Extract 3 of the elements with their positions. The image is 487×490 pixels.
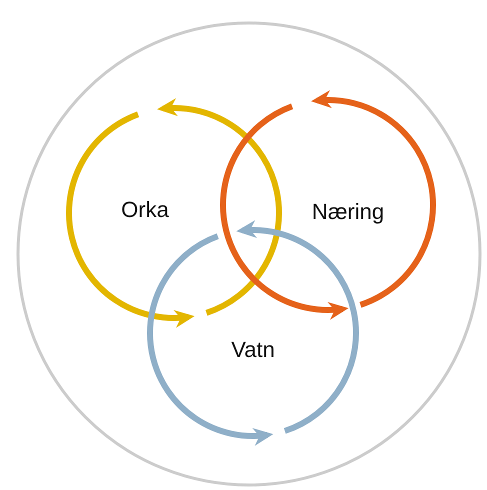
cycle-label: Vatn (231, 337, 275, 363)
cycle-label: Orka (121, 197, 169, 223)
cycle-label: Næring (312, 199, 384, 225)
